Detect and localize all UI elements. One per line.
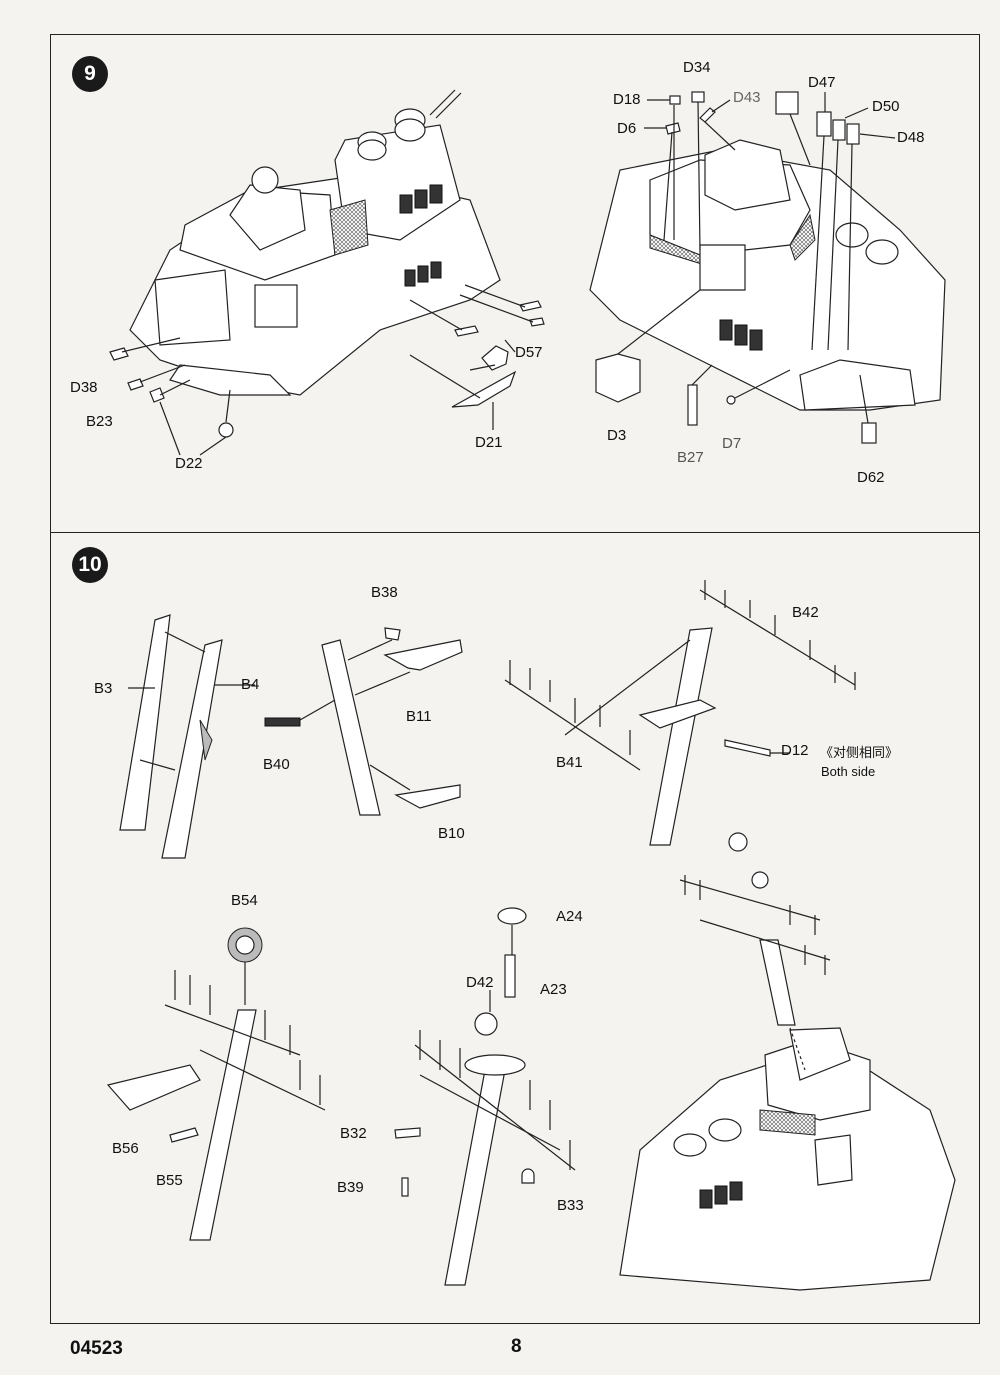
part-label: B27: [677, 449, 704, 466]
part-label: A23: [540, 981, 567, 998]
part-label: D34: [683, 59, 711, 76]
part-label: D12: [781, 742, 809, 759]
part-label: D7: [722, 435, 742, 452]
step10-mast-b: [264, 627, 463, 816]
both-side-note-en: Both side: [821, 764, 876, 779]
part-label: B11: [406, 708, 432, 725]
part-label: B3: [94, 680, 113, 697]
part-label: B40: [263, 756, 290, 773]
part-label: D6: [617, 120, 637, 137]
part-label: B33: [557, 1197, 584, 1214]
part-label: B39: [337, 1179, 364, 1196]
step-9-badge: 9: [72, 56, 108, 92]
part-label: B23: [86, 413, 113, 430]
step10-ship-assembly: [619, 832, 956, 1291]
part-label: D3: [607, 427, 627, 444]
step-divider: [50, 532, 980, 533]
kit-code: 04523: [70, 1338, 123, 1359]
part-label: D48: [897, 129, 925, 146]
part-label: B4: [241, 676, 260, 693]
part-label: D21: [475, 434, 503, 451]
step9-superstructure-right: [589, 91, 946, 444]
part-label: B54: [231, 892, 258, 909]
part-label: B55: [156, 1172, 183, 1189]
part-label: B41: [556, 754, 583, 771]
part-label: B56: [112, 1140, 139, 1157]
page-number: 8: [511, 1336, 522, 1357]
part-label: B42: [792, 604, 819, 621]
part-label: B38: [371, 584, 398, 601]
step10-mast-d: [106, 927, 326, 1241]
part-label: D18: [613, 91, 641, 108]
part-label: A24: [556, 908, 583, 925]
part-label: D50: [872, 98, 900, 115]
part-label: D57: [515, 344, 543, 361]
part-label: D22: [175, 455, 203, 472]
part-label: B10: [438, 825, 465, 842]
page-frame: [50, 34, 980, 1324]
part-label: D62: [857, 469, 885, 486]
both-side-note-cn: 《对侧相同》: [820, 745, 899, 760]
part-label: D38: [70, 379, 98, 396]
step10-mast-c: [504, 580, 856, 846]
part-label: D42: [466, 974, 494, 991]
step9-superstructure-left: [109, 89, 545, 456]
step10-mast-a: [119, 614, 255, 859]
part-label: B32: [340, 1125, 367, 1142]
step10-mast-e: [394, 907, 576, 1286]
part-label: D43: [733, 89, 761, 106]
part-label: D47: [808, 74, 836, 91]
step-10-badge: 10: [72, 547, 108, 583]
